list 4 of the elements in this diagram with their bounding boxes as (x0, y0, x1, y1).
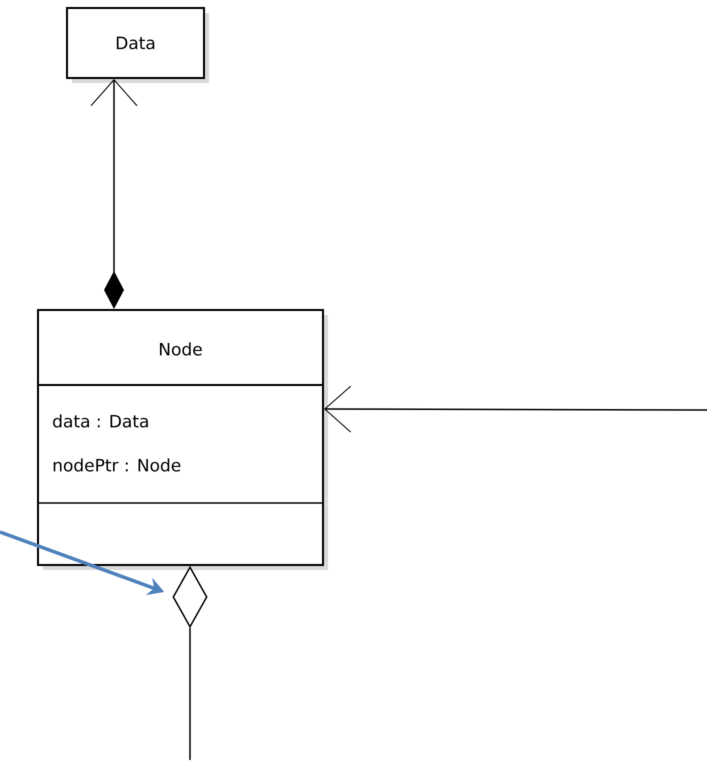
association-line (189, 628, 191, 760)
association-line (324, 386, 707, 433)
class-box: Data (66, 7, 209, 83)
class-box: Node data : Data nodePtr : Node (37, 309, 328, 570)
